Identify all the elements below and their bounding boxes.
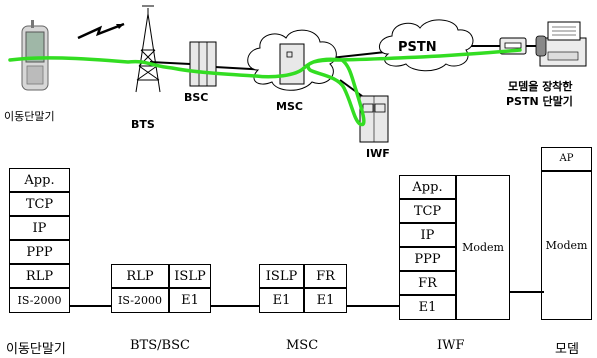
msc-layer-e1-right: E1 — [304, 288, 347, 313]
bts-tower-icon — [135, 5, 161, 93]
iwf-layer-ip: IP — [399, 223, 456, 247]
link-msc-iwf — [347, 305, 399, 307]
mobile-layer-app: App. — [9, 168, 70, 192]
bsc-layer-e1: E1 — [169, 288, 211, 313]
iwf-layer-tcp: TCP — [399, 199, 456, 223]
mobile-layer-ip: IP — [9, 216, 70, 240]
iwf-layer-e1: E1 — [399, 295, 456, 320]
terminal-label-line1: 모뎀을 장착한 — [508, 80, 573, 93]
mobile-node-label: 이동단말기 — [4, 110, 55, 123]
bsc-cabinet-icon — [189, 41, 217, 87]
mobile-layer-ppp: PPP — [9, 240, 70, 264]
network-topology — [8, 5, 587, 143]
bts-layer-is2000: IS-2000 — [111, 288, 169, 313]
bsc-layer-islp: ISLP — [169, 264, 211, 288]
pstn-terminal-icon — [535, 21, 587, 67]
iwf-node-label: IWF — [366, 147, 390, 160]
iwf-layer-ppp: PPP — [399, 247, 456, 271]
bts-node-label: BTS — [131, 118, 155, 131]
link-mobile-bts — [70, 305, 111, 307]
stack-label-modem: 모뎀 — [555, 342, 579, 357]
pstn-node-label: PSTN — [398, 40, 437, 55]
mobile-phone-icon — [21, 20, 49, 91]
stack-label-msc: MSC — [286, 338, 319, 353]
iwf-layer-fr: FR — [399, 271, 456, 295]
msc-node-label: MSC — [276, 100, 303, 113]
stack-label-mobile: 이동단말기 — [6, 342, 66, 357]
mobile-layer-tcp: TCP — [9, 192, 70, 216]
modem-layer-ap: AP — [541, 147, 592, 171]
bts-layer-rlp: RLP — [111, 264, 169, 288]
link-iwf-modem-h — [510, 291, 544, 293]
data-path — [8, 48, 522, 127]
link-iwf-modem-v — [542, 291, 544, 293]
stack-label-bts-bsc: BTS/BSC — [130, 338, 190, 353]
terminal-label-line2: PSTN 단말기 — [506, 95, 573, 108]
mobile-layer-rlp: RLP — [9, 264, 70, 288]
msc-layer-e1-left: E1 — [259, 288, 304, 313]
modem-layer-modem: Modem — [541, 171, 592, 320]
radio-link-icon — [77, 22, 125, 40]
stack-label-iwf: IWF — [437, 338, 465, 353]
iwf-layer-app: App. — [399, 175, 456, 199]
link-bsc-msc — [211, 305, 259, 307]
bsc-node-label: BSC — [184, 91, 209, 104]
iwf-layer-modem: Modem — [456, 175, 510, 320]
msc-layer-islp: ISLP — [259, 264, 304, 288]
mobile-layer-is2000: IS-2000 — [9, 288, 70, 313]
msc-layer-fr: FR — [304, 264, 347, 288]
